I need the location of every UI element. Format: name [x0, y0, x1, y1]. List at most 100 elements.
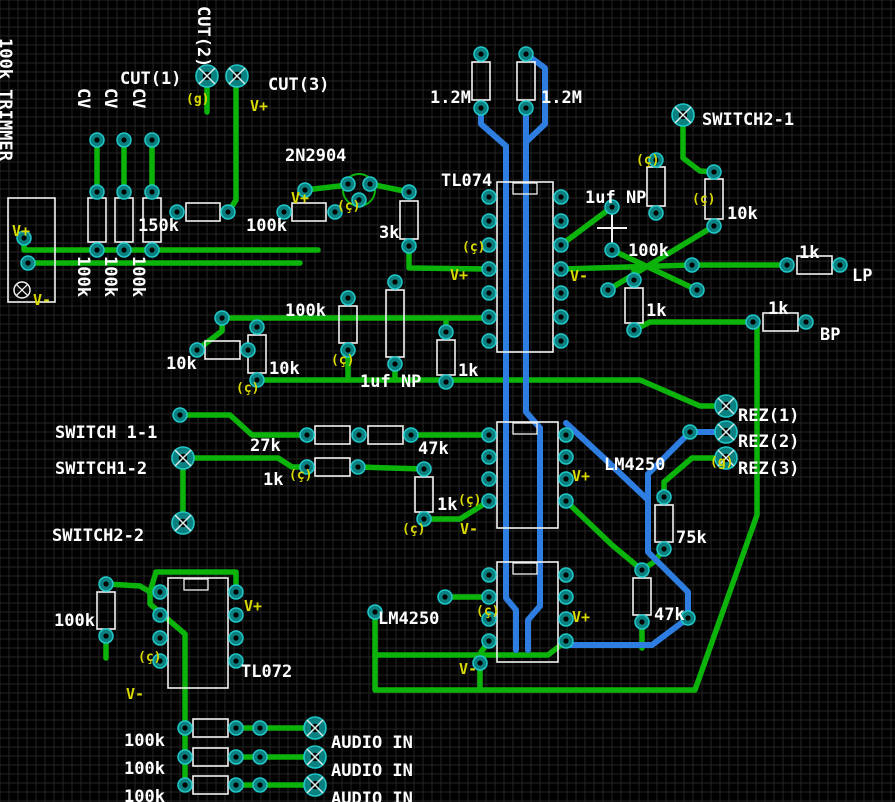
net-label[interactable]: (ç) — [636, 153, 659, 168]
silkscreen-label[interactable]: CUT(2) — [193, 6, 213, 67]
resistor-outline[interactable] — [314, 457, 351, 477]
silkscreen-label[interactable]: 10k — [727, 204, 758, 224]
silkscreen-label[interactable]: 100k — [73, 256, 93, 297]
silkscreen-label[interactable]: 1k — [646, 301, 666, 321]
trimmer-outline[interactable] — [7, 197, 56, 303]
bottom-copper-trace[interactable] — [558, 204, 615, 248]
resistor-outline[interactable] — [471, 61, 491, 101]
silkscreen-label[interactable]: 100k TRIMMER — [0, 38, 15, 162]
net-label[interactable]: (ç) — [337, 199, 360, 214]
silkscreen-label[interactable]: 1k — [458, 361, 478, 381]
silkscreen-label[interactable]: SWITCH2-2 — [52, 526, 144, 546]
silkscreen-label[interactable]: 1.2M — [430, 88, 471, 108]
net-label[interactable]: (ç) — [476, 604, 499, 619]
silkscreen-label[interactable]: 1k — [263, 470, 283, 490]
silkscreen-label[interactable]: 2N2904 — [285, 146, 346, 166]
net-label[interactable]: (ç) — [402, 522, 425, 537]
net-label[interactable]: (ç) — [289, 468, 312, 483]
net-label[interactable]: (g) — [710, 455, 733, 470]
silkscreen-label[interactable]: TL074 — [441, 171, 492, 191]
net-label[interactable]: V- — [460, 520, 478, 538]
silkscreen-label[interactable]: SWITCH 1-1 — [55, 423, 157, 443]
silkscreen-label[interactable]: 100k — [124, 787, 165, 802]
silkscreen-label[interactable]: 1k — [799, 243, 819, 263]
top-copper-trace[interactable] — [523, 105, 543, 653]
net-label[interactable]: V- — [570, 267, 588, 285]
silkscreen-label[interactable]: 1uf NP — [360, 372, 421, 392]
resistor-outline[interactable] — [796, 255, 833, 275]
silkscreen-label[interactable]: 27k — [250, 436, 281, 456]
net-label[interactable]: (ç) — [462, 240, 485, 255]
mounting-hole[interactable] — [13, 281, 31, 299]
silkscreen-label[interactable]: LM4250 — [378, 609, 439, 629]
bottom-copper-trace[interactable] — [609, 247, 700, 293]
silkscreen-label[interactable]: LM4250 — [604, 455, 665, 475]
silkscreen-label[interactable]: 47k — [418, 439, 449, 459]
silkscreen-label[interactable]: SWITCH1-2 — [55, 459, 147, 479]
resistor-outline[interactable] — [762, 312, 799, 332]
silkscreen-label[interactable]: 150k — [138, 216, 179, 236]
silkscreen-label[interactable]: CV — [73, 88, 93, 108]
silkscreen-label[interactable]: REZ(3) — [738, 459, 799, 479]
bottom-copper-trace[interactable] — [421, 498, 492, 522]
silkscreen-label[interactable]: 100k — [124, 759, 165, 779]
net-label[interactable]: V- — [33, 291, 51, 309]
net-label[interactable]: (ç) — [458, 493, 481, 508]
top-copper-trace[interactable] — [563, 429, 729, 648]
net-label[interactable]: V+ — [244, 597, 262, 615]
net-label[interactable]: V+ — [250, 97, 268, 115]
bottom-copper-trace[interactable] — [372, 319, 760, 693]
silkscreen-label[interactable]: 100k — [628, 241, 669, 261]
bottom-copper-trace[interactable] — [177, 412, 310, 438]
net-label[interactable]: V+ — [572, 608, 590, 626]
bottom-copper-trace[interactable] — [355, 464, 427, 472]
net-label[interactable]: V+ — [572, 467, 590, 485]
top-copper-trace[interactable] — [563, 420, 651, 503]
net-label[interactable]: V+ — [12, 222, 30, 240]
silkscreen-label[interactable]: 1.2M — [541, 88, 582, 108]
silkscreen-label[interactable]: 47k — [654, 605, 685, 625]
silkscreen-label[interactable]: 100k — [124, 731, 165, 751]
silkscreen-label[interactable]: 10k — [269, 359, 300, 379]
silkscreen-label[interactable]: REZ(1) — [738, 406, 799, 426]
silkscreen-label[interactable]: 3k — [379, 223, 399, 243]
silkscreen-label[interactable]: 75k — [676, 528, 707, 548]
net-label[interactable]: V- — [459, 660, 477, 678]
silkscreen-label[interactable]: CV — [100, 88, 120, 108]
silkscreen-label[interactable]: REZ(2) — [738, 432, 799, 452]
silkscreen-label[interactable]: 100k — [100, 256, 120, 297]
resistor-outline[interactable] — [516, 61, 536, 101]
net-label[interactable]: (ç) — [236, 381, 259, 396]
resistor-outline[interactable] — [192, 747, 229, 767]
silkscreen-label[interactable]: CV — [128, 88, 148, 108]
bottom-copper-trace[interactable] — [560, 262, 695, 272]
resistor-outline[interactable] — [314, 425, 351, 445]
net-label[interactable]: (ç) — [331, 353, 354, 368]
resistor-outline[interactable] — [291, 202, 327, 222]
net-label[interactable]: V+ — [291, 189, 309, 207]
silkscreen-label[interactable]: SWITCH2-1 — [702, 110, 794, 130]
net-label[interactable]: (ç) — [692, 192, 715, 207]
silkscreen-label[interactable]: 1k — [768, 299, 788, 319]
silkscreen-label[interactable]: 1k — [437, 495, 457, 515]
top-copper-trace[interactable] — [478, 105, 519, 653]
net-label[interactable]: V+ — [450, 266, 468, 284]
silkscreen-label[interactable]: 100k — [54, 611, 95, 631]
resistor-outline[interactable] — [185, 202, 221, 222]
resistor-outline[interactable] — [367, 425, 404, 445]
silkscreen-label[interactable]: CUT(1) — [120, 69, 181, 89]
resistor-outline[interactable] — [192, 775, 229, 795]
resistor-outline[interactable] — [204, 340, 241, 360]
resistor-outline[interactable] — [192, 718, 229, 738]
silkscreen-label[interactable]: 100k — [285, 301, 326, 321]
ic-outline-tl072[interactable] — [167, 577, 229, 689]
silkscreen-label[interactable]: AUDIO IN — [331, 761, 413, 781]
silkscreen-label[interactable]: LP — [852, 266, 872, 286]
silkscreen-label[interactable]: 10k — [166, 354, 197, 374]
silkscreen-label[interactable]: AUDIO IN — [331, 733, 413, 753]
top-copper-trace[interactable] — [523, 51, 548, 145]
silkscreen-label[interactable]: 100k — [128, 256, 148, 297]
bottom-copper-trace[interactable] — [103, 581, 153, 595]
net-label[interactable]: V- — [126, 685, 144, 703]
